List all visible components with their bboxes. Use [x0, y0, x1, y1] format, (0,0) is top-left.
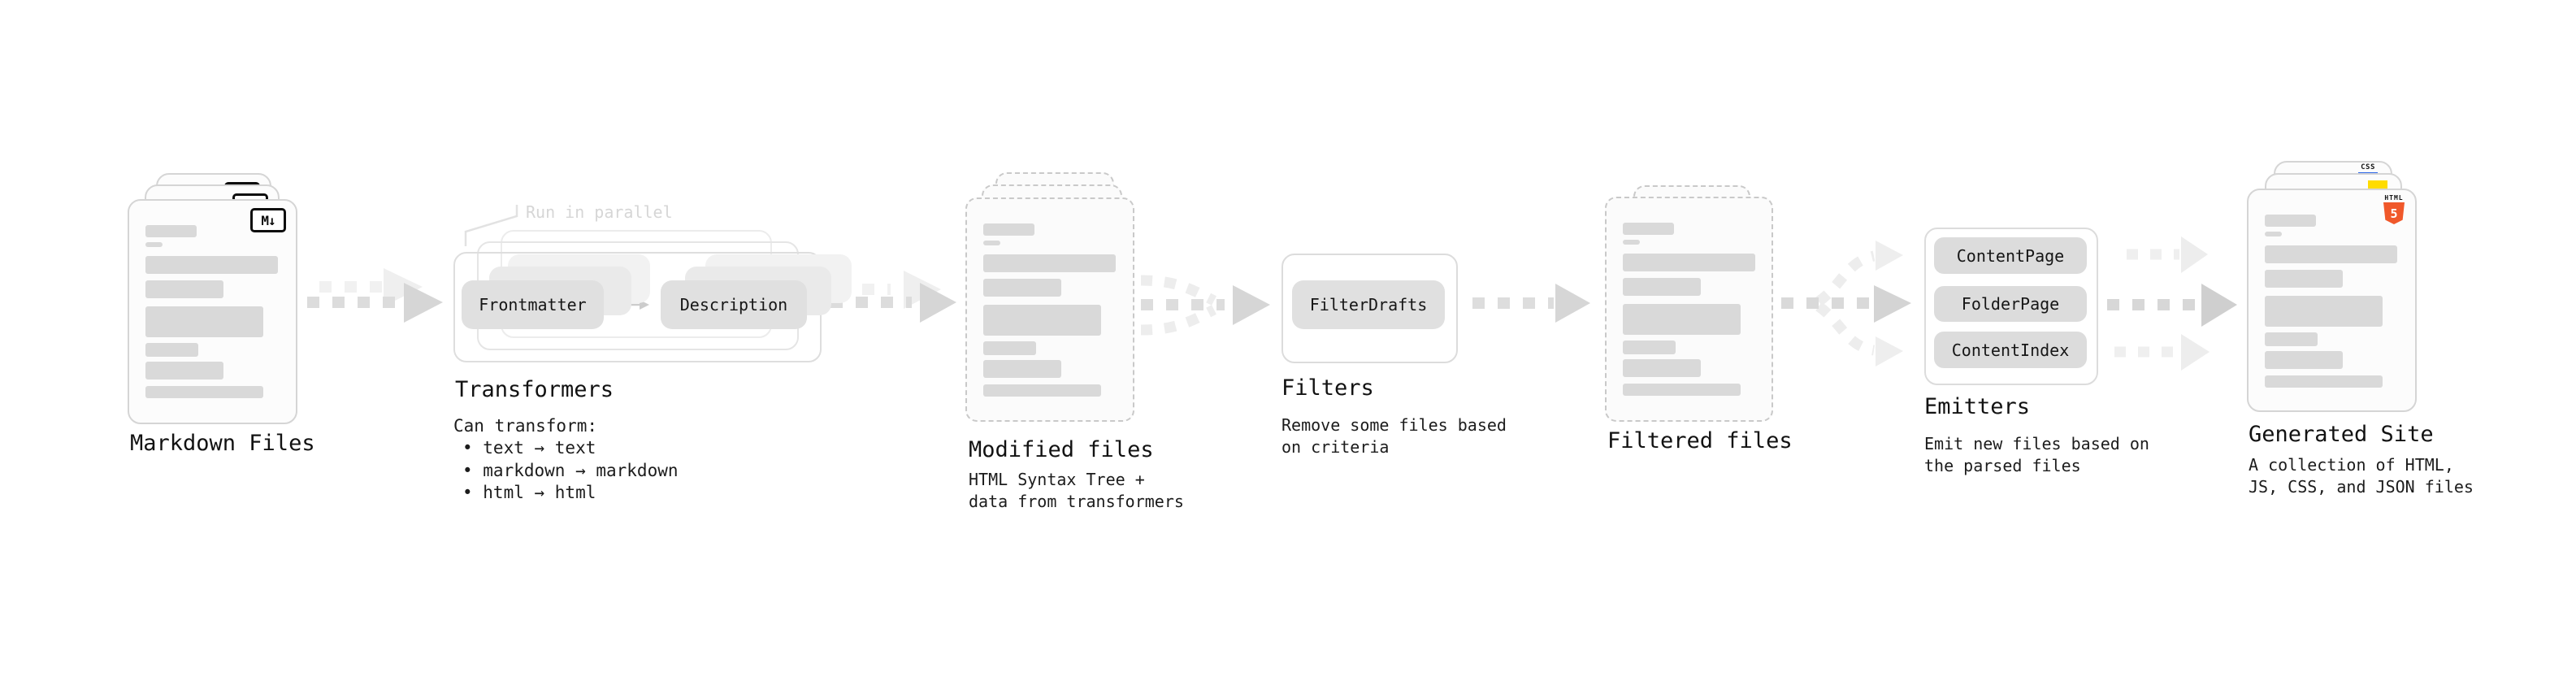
placeholder-bar [983, 305, 1101, 336]
placeholder-bar [1623, 359, 1701, 377]
description-pill: Description [661, 280, 807, 329]
run-in-parallel-label: Run in parallel [526, 202, 673, 222]
placeholder-bar [2265, 332, 2318, 346]
frontmatter-pill: Frontmatter [462, 280, 604, 329]
placeholder-bar [983, 279, 1061, 297]
placeholder-bar [983, 241, 1000, 245]
placeholder-bar [983, 254, 1116, 272]
placeholder-bar [983, 384, 1101, 397]
modified-subtitle-line2: data from transformers [969, 492, 1184, 511]
placeholder-bar [1623, 384, 1741, 396]
placeholder-bar [2265, 245, 2397, 263]
folderpage-pill: FolderPage [1934, 286, 2087, 322]
transformers-note-heading: Can transform: [453, 416, 598, 436]
stage-title-emitters: Emitters [1924, 394, 2031, 419]
stage-title-generated-site: Generated Site [2249, 422, 2434, 447]
placeholder-bar [145, 242, 163, 247]
contentindex-pill: ContentIndex [1934, 332, 2087, 368]
transformers-bullet: • text → text [462, 438, 596, 458]
filterdrafts-pill: FilterDrafts [1292, 280, 1445, 329]
placeholder-bar [2265, 270, 2343, 288]
placeholder-bar [2265, 215, 2316, 227]
arrow-filtered-to-emitters [1781, 241, 1911, 367]
generated-subtitle-line1: A collection of HTML, [2249, 455, 2454, 475]
placeholder-bar [145, 362, 223, 380]
modified-file-card-front [965, 197, 1134, 422]
placeholder-bar [145, 225, 197, 237]
placeholder-bar [2265, 375, 2383, 388]
placeholder-bar [983, 360, 1061, 378]
transformers-bullet: • markdown → markdown [462, 461, 679, 480]
placeholder-bar [983, 341, 1036, 355]
stage-title-markdown-files: Markdown Files [130, 431, 315, 456]
placeholder-bar [983, 223, 1034, 236]
filtered-file-card-front [1605, 197, 1773, 422]
placeholder-bar [145, 280, 223, 298]
placeholder-bar [145, 386, 263, 398]
arrow-modified-to-filters [1140, 275, 1270, 336]
site-file-card-html: HTML 5 [2247, 189, 2417, 412]
markdown-file-card-front: M↓ [128, 199, 297, 424]
placeholder-bar [145, 256, 278, 274]
stage-title-filtered-files: Filtered files [1607, 428, 1793, 453]
modified-subtitle-line1: HTML Syntax Tree + [969, 470, 1145, 489]
arrow-emitters-to-generated [2107, 236, 2237, 371]
placeholder-bar [1623, 223, 1674, 235]
emitters-subtitle-line2: the parsed files [1924, 456, 2081, 475]
stage-title-filters: Filters [1281, 375, 1374, 401]
placeholder-bar [2265, 351, 2343, 369]
filters-subtitle-line2: on criteria [1281, 437, 1390, 457]
stage-title-transformers: Transformers [455, 377, 614, 402]
arrow-markdown-to-transformers [307, 268, 443, 323]
placeholder-bar [1623, 304, 1741, 335]
contentpage-pill: ContentPage [1934, 237, 2087, 274]
placeholder-bar [145, 306, 263, 337]
filters-subtitle-line1: Remove some files based [1281, 415, 1507, 435]
generated-subtitle-line2: JS, CSS, and JSON files [2249, 477, 2474, 497]
placeholder-bar [145, 343, 198, 357]
js-icon [2368, 180, 2387, 189]
stage-title-modified-files: Modified files [969, 437, 1154, 462]
arrow-filters-to-filtered [1472, 284, 1590, 323]
html5-icon: HTML 5 [2383, 194, 2405, 224]
placeholder-bar [2265, 232, 2282, 236]
placeholder-bar [1623, 278, 1701, 296]
placeholder-bar [2265, 296, 2383, 327]
placeholder-bar [1623, 240, 1640, 245]
emitters-subtitle-line1: Emit new files based on [1924, 434, 2149, 453]
transformers-bullet: • html → html [462, 483, 596, 502]
parallel-leader-line [464, 205, 518, 246]
placeholder-bar [1623, 340, 1676, 354]
markdown-icon: M↓ [250, 208, 286, 232]
placeholder-bar [1623, 254, 1755, 271]
